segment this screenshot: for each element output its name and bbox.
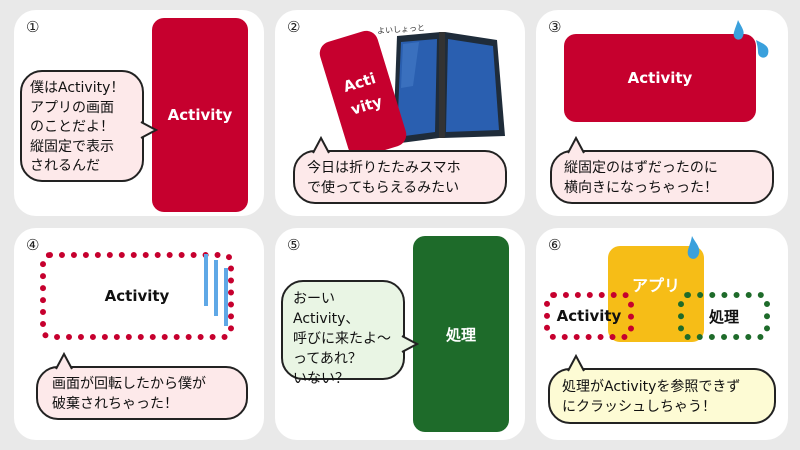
panel-2: ② Acti vity よいしょっと 今日は折りたたみスマホ で使ってもらえるみ… [275, 10, 525, 216]
bubble-tail [567, 354, 585, 372]
activity-screen-landscape: Activity [564, 34, 756, 122]
destroyed-activity-outline: Activity [40, 252, 234, 340]
panel-6: ⑥ アプリ Activity 処理 処理がActivityを参照できず にクラッ… [536, 228, 788, 440]
sweat-drop-icon [687, 236, 700, 259]
destroyed-activity-outline: Activity [544, 292, 634, 340]
speech-bubble: 画面が回転したから僕が 破棄されちゃった！ [36, 366, 248, 420]
bubble-tail [55, 352, 73, 370]
activity-screen-portrait: Activity [152, 18, 248, 212]
panel-number: ⑥ [548, 236, 562, 254]
process-outline: 処理 [678, 292, 770, 340]
speech-bubble: 今日は折りたたみスマホ で使ってもらえるみたい [293, 150, 507, 204]
panel-4: ④ Activity 画面が回転したから僕が 破棄されちゃった！ [14, 228, 264, 440]
panel-1: ① Activity 僕はActivity！ アプリの画面 のことだよ！ 縦固定… [14, 10, 264, 216]
activity-label: Acti vity [341, 69, 385, 119]
panel-number: ④ [26, 236, 40, 254]
panel-number: ② [287, 18, 301, 36]
foldable-phone-icon [393, 32, 505, 144]
bubble-tail [401, 335, 419, 353]
sweat-drops-icon [733, 20, 769, 58]
speech-bubble: 処理がActivityを参照できず にクラッシュしちゃう！ [548, 368, 776, 424]
process-box: 処理 [413, 236, 509, 432]
bubble-tail [312, 136, 330, 154]
motion-lines-icon [204, 254, 228, 326]
app-label: アプリ [631, 276, 680, 295]
panel-3: ③ Activity 縦固定のはずだったのに 横向きになっちゃった！ [536, 10, 788, 216]
panel-number: ⑤ [287, 236, 301, 254]
speech-bubble: 縦固定のはずだったのに 横向きになっちゃった！ [550, 150, 774, 204]
bubble-tail [140, 121, 158, 139]
panel-5: ⑤ 処理 おーいActivity、 呼びに来たよ～ ってあれ？ いない？ [275, 228, 525, 440]
panel-number: ③ [548, 18, 562, 36]
speech-bubble: 僕はActivity！ アプリの画面 のことだよ！ 縦固定で表示 されるんだ [20, 70, 144, 182]
speech-bubble: おーいActivity、 呼びに来たよ～ ってあれ？ いない？ [281, 280, 405, 387]
bubble-tail [567, 136, 585, 154]
panel-number: ① [26, 18, 40, 36]
